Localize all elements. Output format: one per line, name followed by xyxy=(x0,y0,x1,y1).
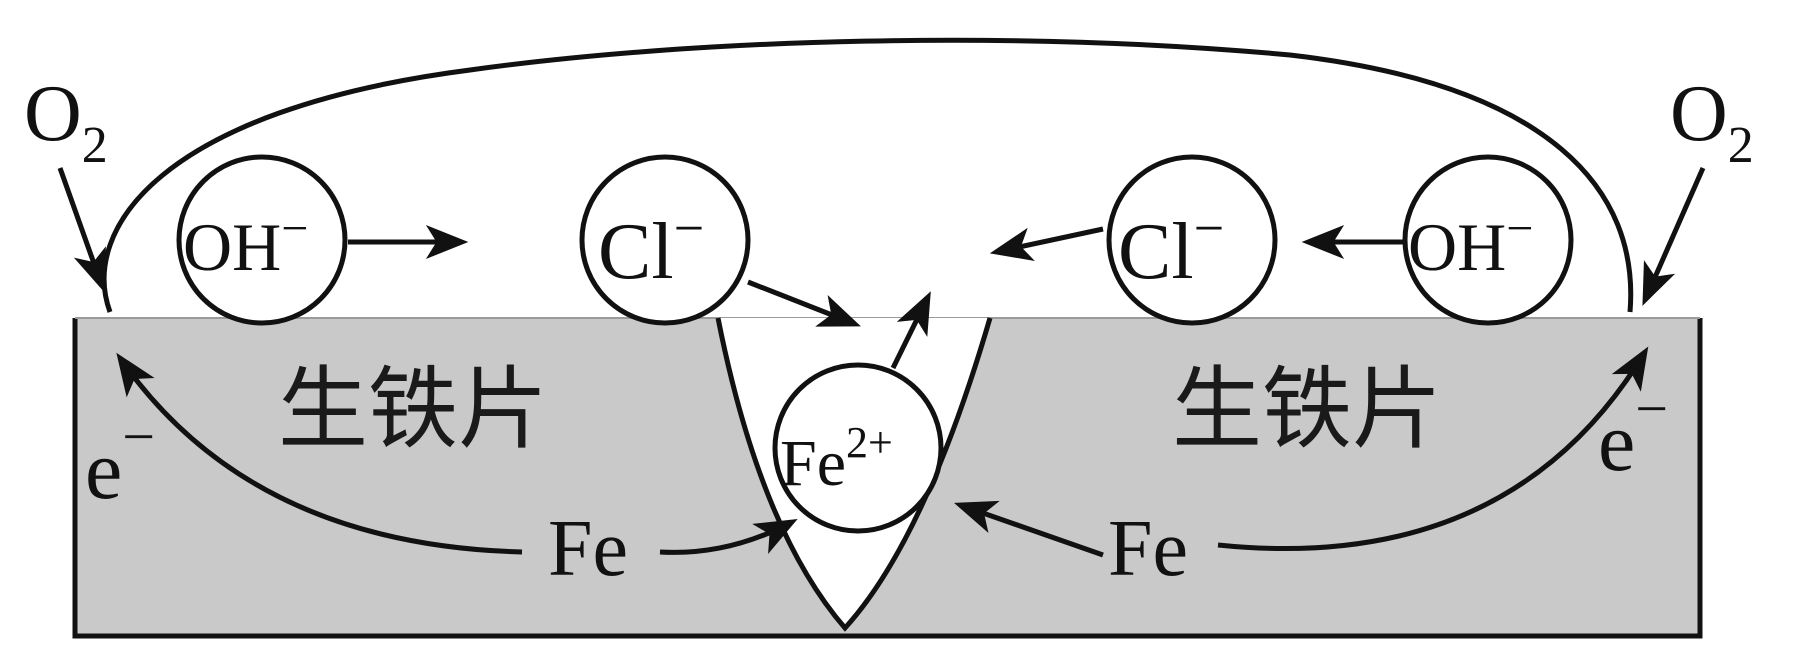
cl-right-label: Cl− xyxy=(1118,198,1224,296)
fe-left-arrow xyxy=(659,519,798,555)
oh-left-label: OH− xyxy=(183,202,308,285)
fe-left-label: Fe xyxy=(548,505,628,593)
fe2-up-arrow xyxy=(890,291,931,370)
oh-right-label: OH− xyxy=(1408,202,1533,285)
electron-path-arc xyxy=(101,37,1634,313)
pit-outline xyxy=(715,317,993,632)
o2-right-label: O2 xyxy=(1670,70,1754,174)
cl-right-arrow xyxy=(989,226,1104,262)
fe-right-arrow xyxy=(953,500,1104,558)
iron-label-right: 生铁片 xyxy=(1172,357,1442,462)
fe2-circle xyxy=(772,362,944,534)
oh-right-circle xyxy=(1402,154,1574,326)
o2-right-arrow xyxy=(1642,166,1706,306)
o2-left-arrow xyxy=(57,167,106,293)
cl-left-circle xyxy=(579,154,751,326)
electron-left-label: e− xyxy=(85,404,155,517)
cl-right-circle xyxy=(1106,154,1278,326)
iron-label-left: 生铁片 xyxy=(278,357,548,462)
iron-plate-outline xyxy=(72,318,1703,639)
o2-left-label: O2 xyxy=(24,70,108,174)
electron-right-label: e− xyxy=(1598,376,1668,489)
cl-left-arrow xyxy=(747,279,861,327)
electron-left-arrow xyxy=(116,352,523,555)
fe2-label: Fe2+ xyxy=(780,418,893,500)
electron-right-arrow xyxy=(1217,346,1649,552)
oh-left-circle xyxy=(176,154,348,326)
cl-left-label: Cl− xyxy=(598,198,704,296)
fe-right-label: Fe xyxy=(1108,505,1188,593)
